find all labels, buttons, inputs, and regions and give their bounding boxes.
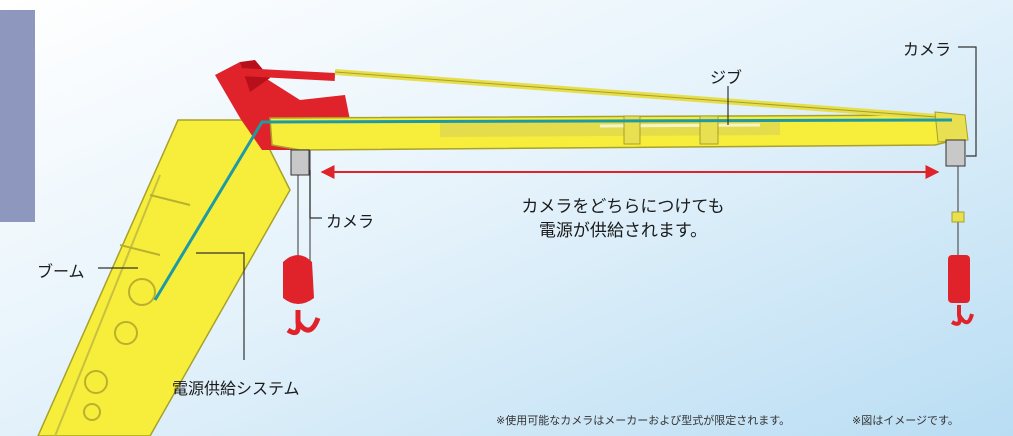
hook-right (950, 305, 974, 326)
camera-left (290, 149, 310, 176)
tension-rod-edge (334, 71, 951, 119)
hook-block-right (948, 255, 970, 303)
label-jib: ジブ (710, 68, 743, 87)
camera-right (945, 139, 966, 167)
boom-hole (83, 403, 101, 421)
power-message: カメラをどちらにつけても 電源が供給されます。 (498, 195, 748, 243)
side-tab (0, 10, 35, 222)
jib-clamp (623, 115, 641, 145)
label-camera-left: カメラ (326, 212, 375, 231)
hook-left (286, 310, 321, 336)
boom-hole (114, 321, 138, 345)
leader-power-system (196, 252, 245, 360)
boom-edge-line (54, 174, 161, 436)
note-camera-limit: ※使用可能なカメラはメーカーおよび型式が限定されます。 (496, 414, 791, 427)
label-power-supply-system: 電源供給システム (172, 379, 300, 398)
jib-clamp (699, 115, 719, 145)
leader-camera-left (309, 170, 322, 219)
label-camera-top-right: カメラ (903, 40, 952, 59)
boom-hole (84, 370, 108, 394)
hook-weight-right (951, 211, 965, 223)
leader-camera-top (958, 46, 977, 157)
boom-ladder-rung (119, 244, 161, 256)
upper-cylinder (239, 68, 336, 81)
boom-ladder-rung (149, 194, 191, 206)
power-supply-line (153, 118, 953, 301)
power-message-line2: 電源が供給されます。 (538, 221, 708, 241)
power-message-line1: カメラをどちらにつけても (521, 197, 725, 217)
label-boom: ブーム (37, 262, 85, 281)
note-image: ※図はイメージです。 (852, 414, 959, 427)
jib-cylinder (439, 121, 781, 137)
hook-block-left (283, 255, 314, 304)
boom-hole (128, 278, 156, 306)
jib-tip (934, 111, 969, 143)
